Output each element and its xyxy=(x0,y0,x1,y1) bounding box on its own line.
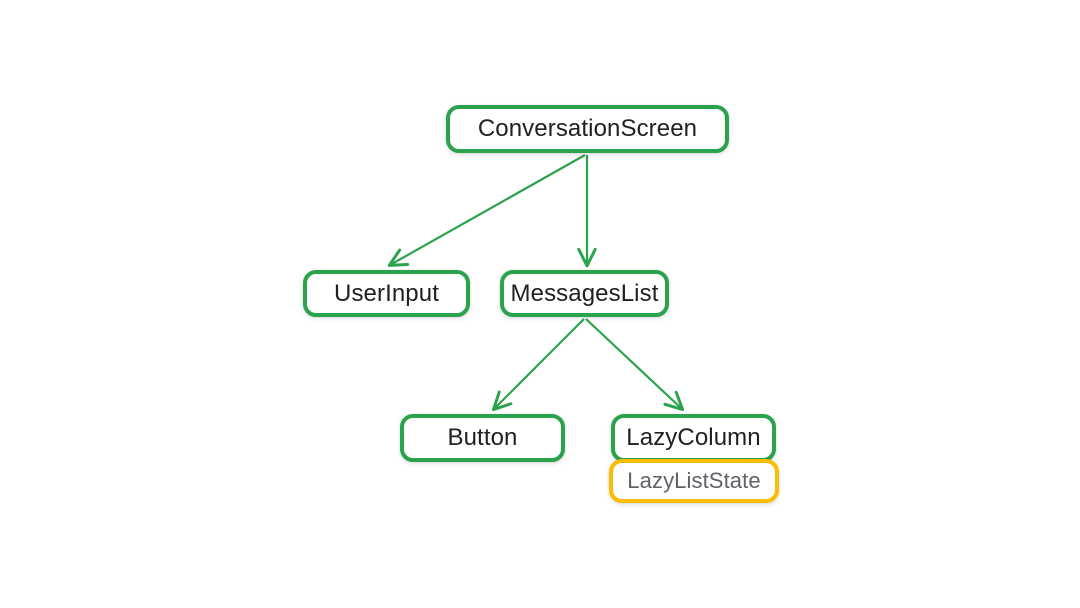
edge-messageslist-lazycolumn xyxy=(585,318,685,412)
node-label: LazyColumn xyxy=(626,424,761,451)
node-label: MessagesList xyxy=(510,279,659,307)
node-lazycolumn[interactable]: LazyColumn xyxy=(611,414,776,462)
node-userinput[interactable]: UserInput xyxy=(303,270,470,317)
node-label: ConversationScreen xyxy=(477,115,698,142)
node-conversationscreen[interactable]: ConversationScreen xyxy=(446,105,729,153)
node-lazyliststate[interactable]: LazyListState xyxy=(609,459,779,503)
edge-messageslist-button xyxy=(491,318,585,412)
node-label: UserInput xyxy=(334,279,439,307)
node-button[interactable]: Button xyxy=(400,414,565,462)
edge-conversationscreen-userinput xyxy=(387,154,586,267)
node-label: Button xyxy=(447,424,518,451)
node-label: LazyListState xyxy=(627,468,761,493)
node-messageslist[interactable]: MessagesList xyxy=(500,270,669,317)
